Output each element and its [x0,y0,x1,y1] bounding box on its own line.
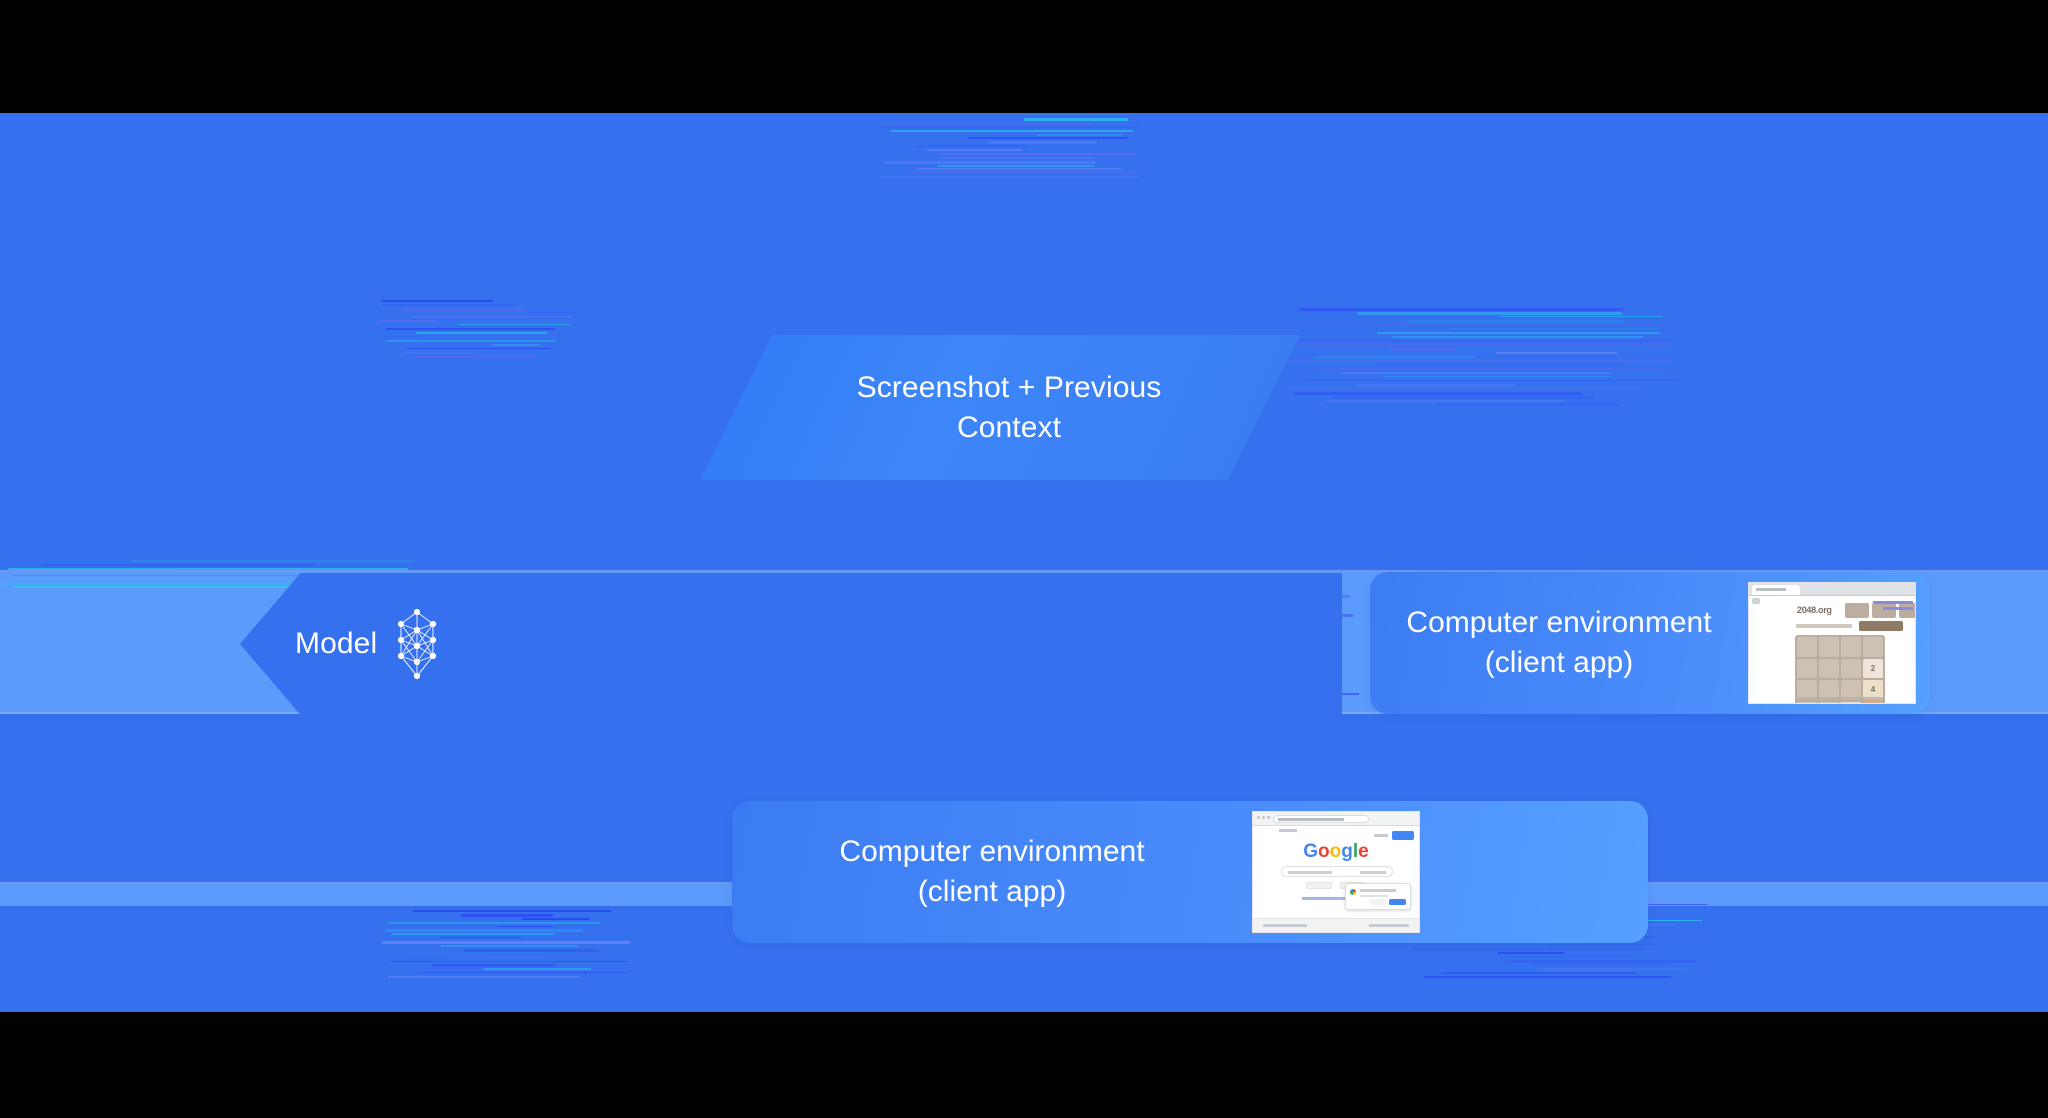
game-cell [1797,658,1817,678]
env-top-label: Computer environment (client app) [1406,606,1712,679]
game-site-title: 2048.org [1797,605,1832,615]
letterbox-top [0,0,2048,113]
sign-in-button[interactable] [1392,831,1414,840]
google-search-input[interactable] [1281,866,1393,877]
dialog-title-text [1360,889,1396,892]
thumbnail-2048-game[interactable]: 2048.org 2 4 [1748,582,1916,704]
game-cell [1819,658,1839,678]
neural-network-icon [398,608,437,680]
dialog-confirm-button[interactable] [1389,899,1406,905]
signin-prompt-dialog[interactable] [1345,883,1411,910]
band-seam-upper [0,570,2048,572]
google-g-icon [1350,889,1356,895]
letterbox-bottom [0,1012,2048,1118]
game-tile: 8 [1863,701,1883,703]
game-tile: 4 [1841,701,1861,703]
browser-nav-buttons [1257,816,1270,819]
google-footer [1253,918,1419,932]
game-cell [1863,637,1883,657]
game-cell [1797,680,1817,700]
page-breadcrumb [1279,829,1297,832]
dialog-dismiss-button[interactable] [1370,899,1386,905]
game-instructions-text [1796,624,1852,628]
dialog-body-text [1360,895,1388,897]
score-box-current [1845,603,1869,618]
score-box-extra [1899,603,1915,618]
new-game-button[interactable] [1859,621,1903,631]
game-cell [1819,637,1839,657]
env-bottom-label: Computer environment (client app) [839,835,1145,908]
google-search-button[interactable] [1306,882,1332,889]
node-model[interactable]: Model [240,573,1342,715]
header-link-secondary [1883,607,1913,610]
browser-url-bar [1752,598,1760,604]
node-computer-environment-top[interactable]: Computer environment (client app) 2048.o… [1370,572,1930,714]
game-cell [1819,701,1839,703]
game-footer [1795,697,1885,701]
game-cell [1841,658,1861,678]
game-cell [1841,680,1861,700]
game-cell [1797,637,1817,657]
header-link-primary [1873,601,1913,604]
browser-tab [1752,585,1800,595]
game-tile: 2 [1863,658,1883,678]
browser-address-bar[interactable] [1273,815,1369,823]
game-cell [1819,680,1839,700]
game-tile: 4 [1863,680,1883,700]
game-board[interactable]: 2 4 4 8 [1795,635,1885,703]
screenshot-context-label: Screenshot + Previous Context [856,370,1162,444]
game-cell [1841,637,1861,657]
game-cell [1797,701,1817,703]
language-offered-text [1302,897,1370,900]
node-screenshot-context[interactable]: Screenshot + Previous Context [700,335,1300,480]
score-box-best [1872,603,1896,618]
model-label: Model [295,627,378,660]
google-header-links [1374,831,1414,840]
